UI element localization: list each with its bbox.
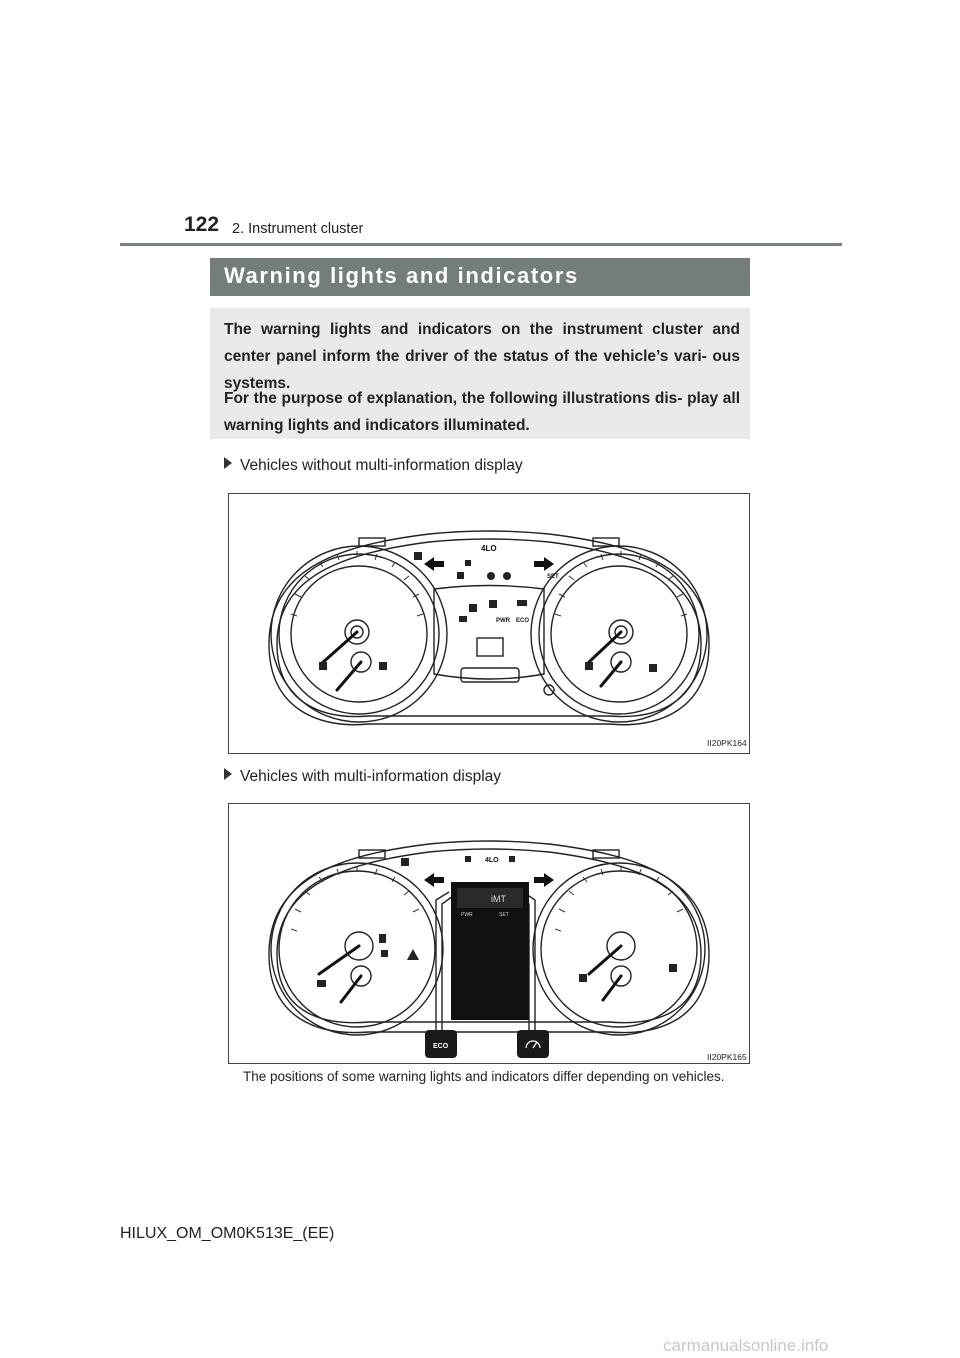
fig2-four-lo-label: 4LO — [485, 857, 499, 864]
title-bar: Warning lights and indicators — [210, 258, 750, 296]
section-title: 2. Instrument cluster — [232, 221, 364, 237]
mid-pwr-label: PWR — [461, 912, 473, 918]
cluster-with-mid-drawing: iMT PWR SET 4L — [268, 840, 710, 1058]
triangle-bullet-icon — [224, 768, 232, 780]
page-number: 122 — [184, 213, 220, 236]
imt-label: iMT — [491, 894, 506, 904]
intro-paragraph-1: The warning lights and indicators on the… — [224, 321, 740, 392]
figure2-caption: Vehicles with multi-information display — [224, 768, 501, 786]
triangle-bullet-icon — [224, 457, 232, 469]
figure1-caption: Vehicles without multi-information displ… — [224, 457, 523, 475]
figure2-cluster-illustration: iMT PWR SET 4L — [228, 803, 750, 1064]
illustration-note: The positions of some warning lights and… — [243, 1069, 725, 1084]
figure2-caption-text: Vehicles with multi-information display — [240, 768, 502, 785]
intro-paragraph-2: For the purpose of explanation, the foll… — [224, 390, 740, 434]
mid-set-label: SET — [499, 912, 509, 918]
document-footer: HILUX_OM_OM0K513E_(EE) — [120, 1225, 335, 1242]
header-divider — [120, 243, 842, 246]
set-label: SET — [547, 574, 559, 580]
pwr-label: PWR — [496, 618, 511, 624]
page-title: Warning lights and indicators — [224, 263, 579, 288]
figure1-caption-text: Vehicles without multi-information displ… — [240, 457, 523, 474]
four-lo-label: 4LO — [481, 544, 497, 553]
intro-box: The warning lights and indicators on the… — [210, 308, 750, 439]
eco-label: ECO — [516, 618, 529, 624]
eco-callout-label: ECO — [433, 1043, 449, 1050]
figure1-code: II20PK164 — [707, 738, 747, 748]
watermark: carmanualsonline.info — [663, 1336, 829, 1355]
figure2-code: II20PK165 — [707, 1052, 747, 1062]
cluster-without-mid-drawing: 4LO SET PWR ECO — [268, 530, 710, 726]
figure1-cluster-illustration: 4LO SET PWR ECO II20PK164 — [228, 493, 750, 754]
